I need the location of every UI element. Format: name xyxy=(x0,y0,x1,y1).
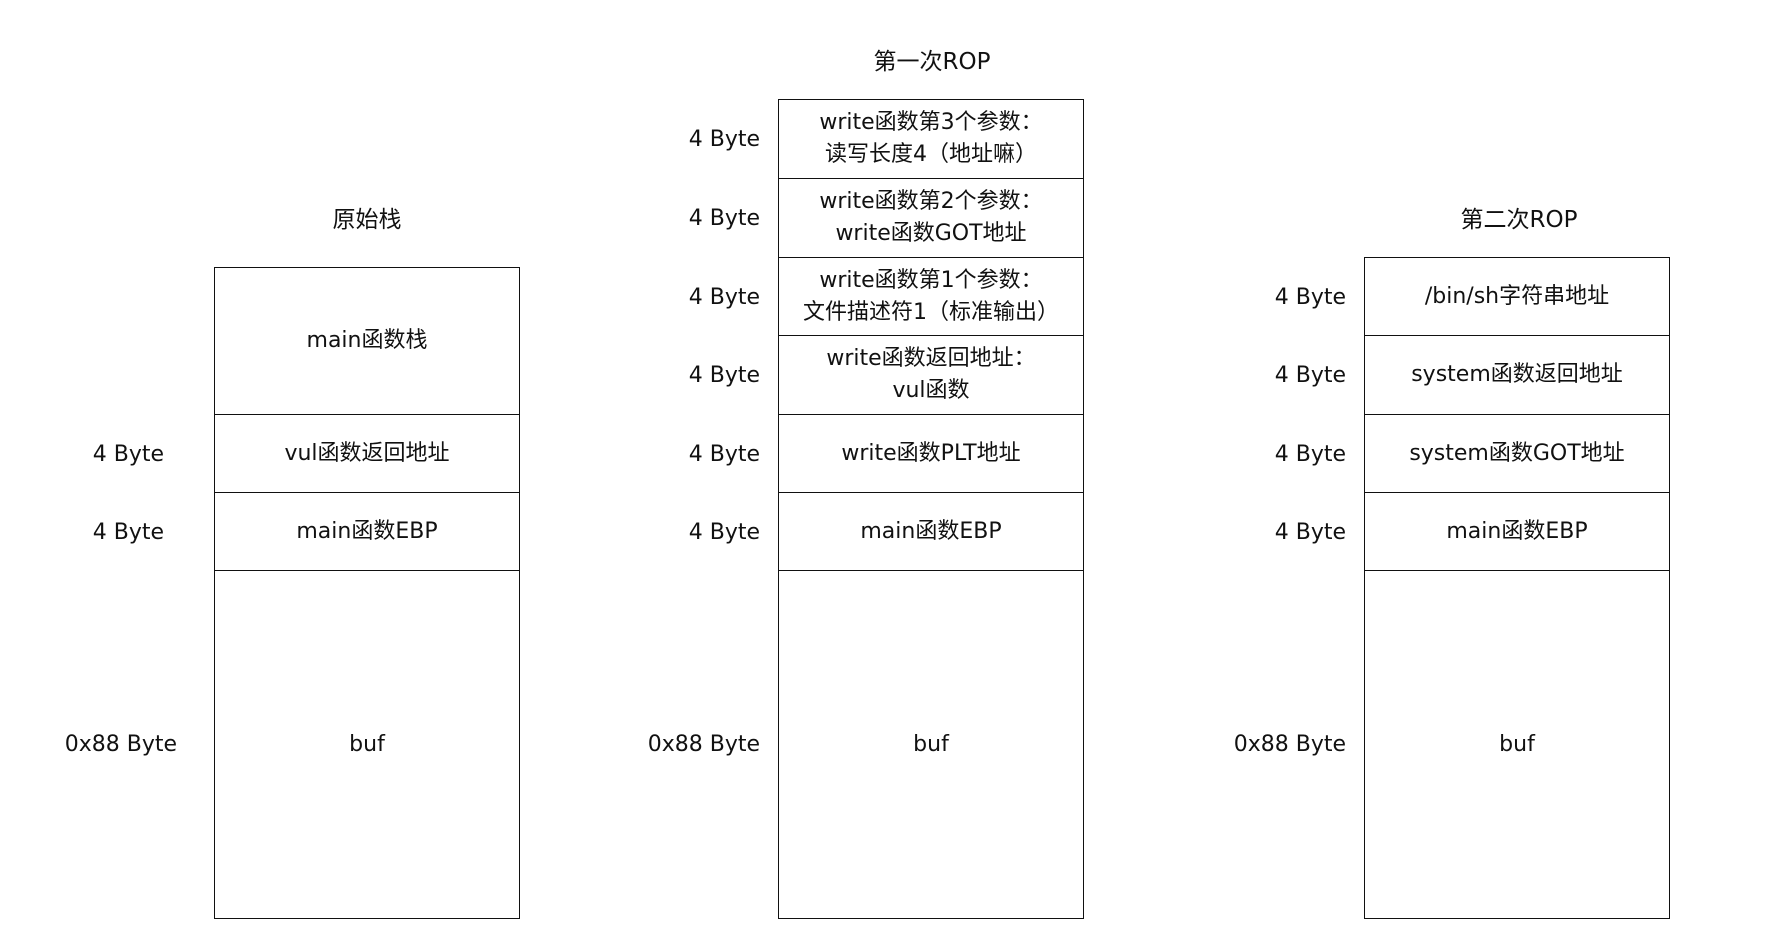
vul-return-address-cell: vul函数返回地址 xyxy=(214,414,520,494)
size-label: 4 Byte xyxy=(688,205,760,231)
size-label: 0x88 Byte xyxy=(647,732,760,757)
size-label: 4 Byte xyxy=(688,362,760,388)
buf-cell: buf xyxy=(214,570,520,919)
size-label: 4 Byte xyxy=(92,519,164,545)
size-label: 0x88 Byte xyxy=(1233,732,1346,757)
size-label: 4 Byte xyxy=(688,519,760,545)
system-return-address-cell: system函数返回地址 xyxy=(1364,335,1670,415)
size-label: 4 Byte xyxy=(688,126,760,152)
size-label: 4 Byte xyxy=(1274,284,1346,310)
second-rop-title: 第二次ROP xyxy=(1460,207,1578,233)
size-label: 4 Byte xyxy=(688,284,760,310)
system-got-address-cell: system函数GOT地址 xyxy=(1364,414,1670,494)
size-label: 4 Byte xyxy=(1274,362,1346,388)
size-label: 4 Byte xyxy=(688,441,760,467)
write-arg2-cell: write函数第2个参数： write函数GOT地址 xyxy=(778,178,1084,258)
size-label: 4 Byte xyxy=(1274,441,1346,467)
main-stack-cell: main函数栈 xyxy=(214,267,520,415)
main-ebp-cell: main函数EBP xyxy=(214,492,520,572)
write-arg3-cell: write函数第3个参数： 读写长度4（地址嘛） xyxy=(778,99,1084,179)
size-label: 4 Byte xyxy=(1274,519,1346,545)
main-ebp-cell: main函数EBP xyxy=(778,492,1084,572)
write-return-address-cell: write函数返回地址： vul函数 xyxy=(778,335,1084,415)
original-stack-title: 原始栈 xyxy=(332,207,402,233)
buf-cell: buf xyxy=(778,570,1084,919)
size-label: 4 Byte xyxy=(92,441,164,467)
binsh-string-address-cell: /bin/sh字符串地址 xyxy=(1364,257,1670,337)
write-arg1-cell: write函数第1个参数： 文件描述符1（标准输出） xyxy=(778,257,1084,337)
size-label: 0x88 Byte xyxy=(64,732,177,757)
first-rop-title: 第一次ROP xyxy=(873,49,991,75)
buf-cell: buf xyxy=(1364,570,1670,919)
main-ebp-cell: main函数EBP xyxy=(1364,492,1670,572)
